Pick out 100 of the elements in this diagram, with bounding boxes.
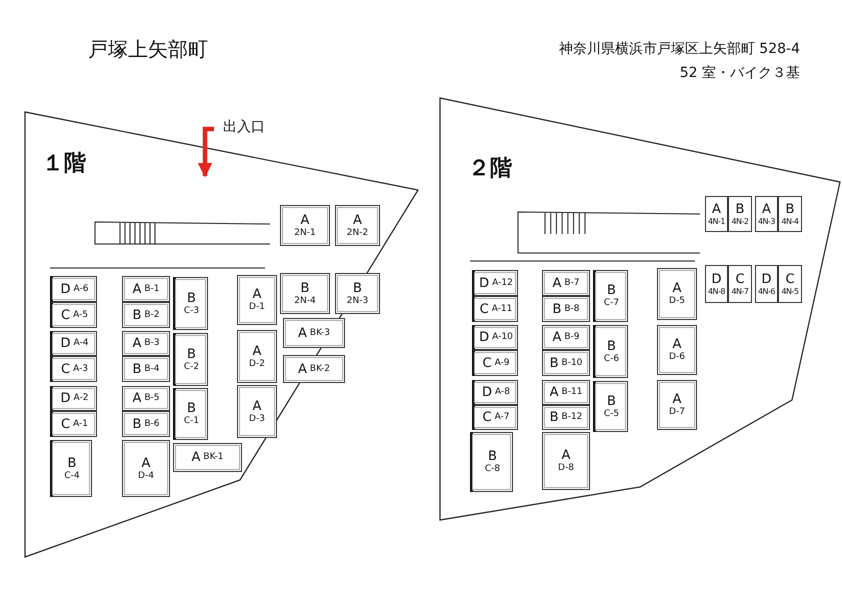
- unit-number: BK-3: [310, 328, 330, 338]
- storage-unit: [472, 270, 518, 296]
- storage-unit: [778, 265, 802, 303]
- storage-unit: [705, 196, 728, 232]
- size-letter: A: [132, 337, 142, 350]
- size-letter: B: [488, 450, 497, 463]
- unit-number: A-12: [492, 278, 513, 288]
- unit-number: B-3: [144, 339, 160, 348]
- unit-number: B-8: [564, 304, 580, 314]
- unit-number: 2N-4: [294, 296, 316, 306]
- size-letter: C: [60, 418, 70, 430]
- storage-unit: [173, 388, 208, 440]
- size-letter: A: [252, 288, 262, 301]
- size-letter: A: [672, 338, 682, 351]
- unit-number: A-1: [73, 420, 88, 428]
- size-letter: B: [187, 348, 196, 360]
- unit-number: 4N-3: [758, 218, 776, 226]
- size-letter: B: [300, 282, 310, 294]
- storage-unit: [542, 350, 590, 376]
- size-letter: B: [607, 284, 616, 297]
- size-letter: D: [479, 331, 490, 344]
- title: 戸塚上矢部町: [88, 36, 208, 63]
- unit-number: D-6: [669, 353, 685, 362]
- storage-unit: [472, 296, 518, 322]
- unit-number: C-6: [604, 354, 620, 364]
- address-text: 神奈川県横浜市戸塚区上矢部町 528-4: [558, 40, 800, 58]
- size-letter: D: [761, 272, 772, 286]
- storage-unit: [50, 276, 97, 302]
- unit-number: 4N-2: [731, 218, 749, 226]
- size-letter: C: [60, 308, 70, 322]
- storage-unit: [237, 275, 277, 325]
- size-letter: B: [132, 418, 142, 430]
- storage-unit: [122, 440, 170, 497]
- size-letter: A: [132, 392, 142, 405]
- storage-unit: [728, 196, 752, 232]
- storage-unit: [50, 302, 97, 328]
- unit-number: B-6: [144, 420, 160, 428]
- storage-unit: [122, 302, 170, 328]
- size-letter: A: [762, 202, 771, 216]
- storage-unit: [542, 296, 590, 322]
- storage-unit: [50, 386, 97, 411]
- storage-unit: [173, 277, 208, 330]
- unit-number: 2N-1: [294, 228, 316, 238]
- unit-number: D-5: [669, 297, 685, 306]
- unit-number: B-4: [144, 364, 160, 374]
- unit-number: A-9: [494, 358, 510, 368]
- unit-number: B-10: [562, 358, 582, 368]
- size-letter: C: [482, 356, 492, 370]
- storage-unit: [472, 325, 518, 350]
- storage-unit: [50, 331, 97, 356]
- storage-unit: [122, 411, 170, 437]
- size-letter: A: [672, 393, 682, 406]
- storage-unit: [705, 265, 728, 303]
- size-letter: A: [298, 326, 307, 340]
- storage-unit: [657, 380, 697, 430]
- size-letter: B: [552, 302, 562, 316]
- unit-number: A-6: [74, 284, 88, 294]
- unit-number: C-1: [184, 417, 200, 426]
- size-letter: B: [132, 308, 142, 322]
- unit-number: BK-2: [310, 364, 330, 374]
- storage-unit: [50, 411, 97, 437]
- storage-unit: [657, 325, 697, 375]
- unit-number: 4N-7: [731, 288, 749, 296]
- unit-number: B-5: [144, 394, 160, 403]
- unit-number: 2N-3: [346, 296, 368, 306]
- size-letter: B: [786, 202, 794, 216]
- unit-number: C-4: [64, 472, 80, 480]
- entrance-label: 出入口: [214, 118, 274, 140]
- unit-number: A-4: [74, 339, 88, 348]
- unit-number: 4N-4: [781, 218, 799, 226]
- unit-number: D-3: [249, 414, 265, 424]
- unit-number: C-8: [484, 465, 500, 474]
- size-letter: C: [785, 272, 795, 286]
- storage-unit: [755, 265, 778, 303]
- size-letter: A: [550, 386, 559, 399]
- size-letter: B: [550, 356, 559, 370]
- size-letter: A: [252, 344, 262, 358]
- size-letter: D: [60, 282, 71, 296]
- storage-unit: [173, 333, 208, 386]
- size-letter: A: [298, 362, 307, 376]
- unit-number: D-4: [138, 472, 154, 480]
- unit-number: B-12: [562, 413, 582, 422]
- floor-area: [440, 98, 840, 520]
- size-letter: B: [68, 456, 76, 470]
- storage-unit: [593, 381, 628, 432]
- storage-unit: [728, 265, 752, 303]
- size-letter: A: [552, 331, 562, 344]
- storage-unit: [472, 405, 518, 430]
- unit-number: B-9: [564, 333, 580, 342]
- storage-unit: [472, 380, 518, 405]
- unit-number: B-7: [564, 278, 580, 288]
- size-letter: C: [480, 302, 489, 316]
- size-letter: B: [736, 202, 744, 216]
- size-letter: D: [60, 337, 71, 350]
- storage-unit: [593, 325, 628, 378]
- floor-area: [25, 112, 418, 557]
- size-letter: B: [187, 402, 196, 415]
- unit-number: A-10: [492, 333, 513, 342]
- size-letter: A: [672, 282, 682, 295]
- storage-unit: [335, 205, 380, 246]
